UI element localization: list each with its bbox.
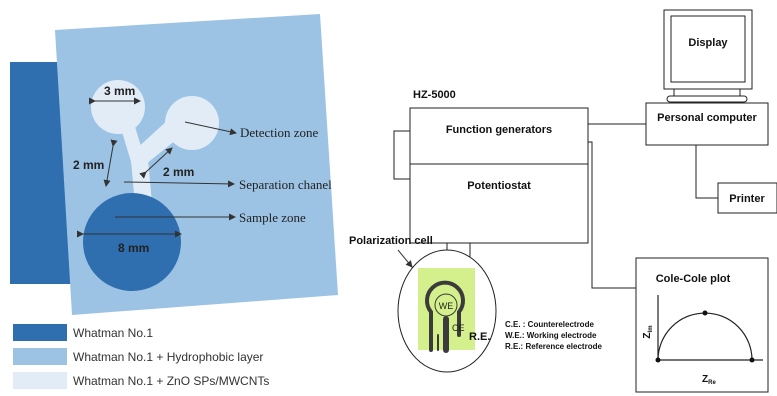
electrode-pattern	[425, 280, 465, 353]
printer-label: Printer	[729, 193, 765, 205]
cole-cole-axes	[657, 295, 763, 361]
legend-swatch-1	[13, 324, 67, 341]
dim-2mm-left-arrow	[103, 139, 118, 187]
note-re: R.E.: Reference electrode	[505, 342, 602, 351]
polarization-cell-pointer	[397, 249, 413, 268]
z-im-label: ZIm	[642, 325, 654, 338]
dim-8mm-label: 8 mm	[118, 241, 149, 255]
measurement-setup: HZ-5000 Function generators Potentiostat…	[349, 9, 777, 393]
separation-channel-pointer	[123, 180, 235, 188]
legend-swatch-3	[13, 372, 67, 389]
personal-computer-box	[645, 102, 769, 146]
working-electrode	[434, 293, 458, 317]
polarization-cell-label: Polarization cell	[349, 235, 433, 247]
instrument-side-bracket	[393, 130, 411, 180]
arc-point-top	[702, 310, 708, 316]
note-we: W.E.: Working electrode	[505, 331, 597, 340]
z-re-label: ZRe	[702, 374, 716, 386]
detection-zone-label: Detection zone	[240, 125, 319, 140]
display-monitor	[663, 9, 753, 103]
personal-computer-label: Personal computer	[657, 112, 757, 124]
potentiostat-label: Potentiostat	[467, 180, 531, 192]
instrument-label: HZ-5000	[413, 89, 456, 101]
arc-point-left	[655, 357, 661, 363]
display-label: Display	[688, 37, 728, 49]
ce-label: CE	[452, 323, 465, 333]
arc-point-right	[749, 357, 755, 363]
note-ce: C.E. : Counterelectrode	[505, 320, 594, 329]
dim-2mm-left-label: 2 mm	[73, 158, 104, 172]
function-generators-label: Function generators	[446, 124, 552, 136]
legend-label-2: Whatman No.1 + Hydrophobic layer	[73, 350, 263, 364]
dim-2mm-right-label: 2 mm	[163, 165, 194, 179]
we-label: WE	[439, 301, 454, 311]
instrument-box	[409, 107, 589, 244]
sample-zone-label: Sample zone	[239, 210, 306, 225]
paper-device: 3 mm 2 mm 2 mm 8 mm Detection zone Separ…	[10, 14, 338, 315]
legend-swatch-2	[13, 348, 67, 365]
detection-zone-pointer	[184, 121, 237, 136]
dim-2mm-right-arrow	[139, 147, 173, 179]
cole-cole-plot-title: Cole-Cole plot	[656, 273, 731, 285]
re-label: R.E.	[469, 331, 490, 343]
dim-3mm-label: 3 mm	[104, 84, 135, 98]
legend: Whatman No.1 Whatman No.1 + Hydrophobic …	[13, 324, 269, 389]
legend-label-3: Whatman No.1 + ZnO SPs/MWCNTs	[73, 374, 269, 388]
legend-label-1: Whatman No.1	[73, 326, 153, 340]
separation-channel-label: Separation chanel	[239, 177, 332, 192]
